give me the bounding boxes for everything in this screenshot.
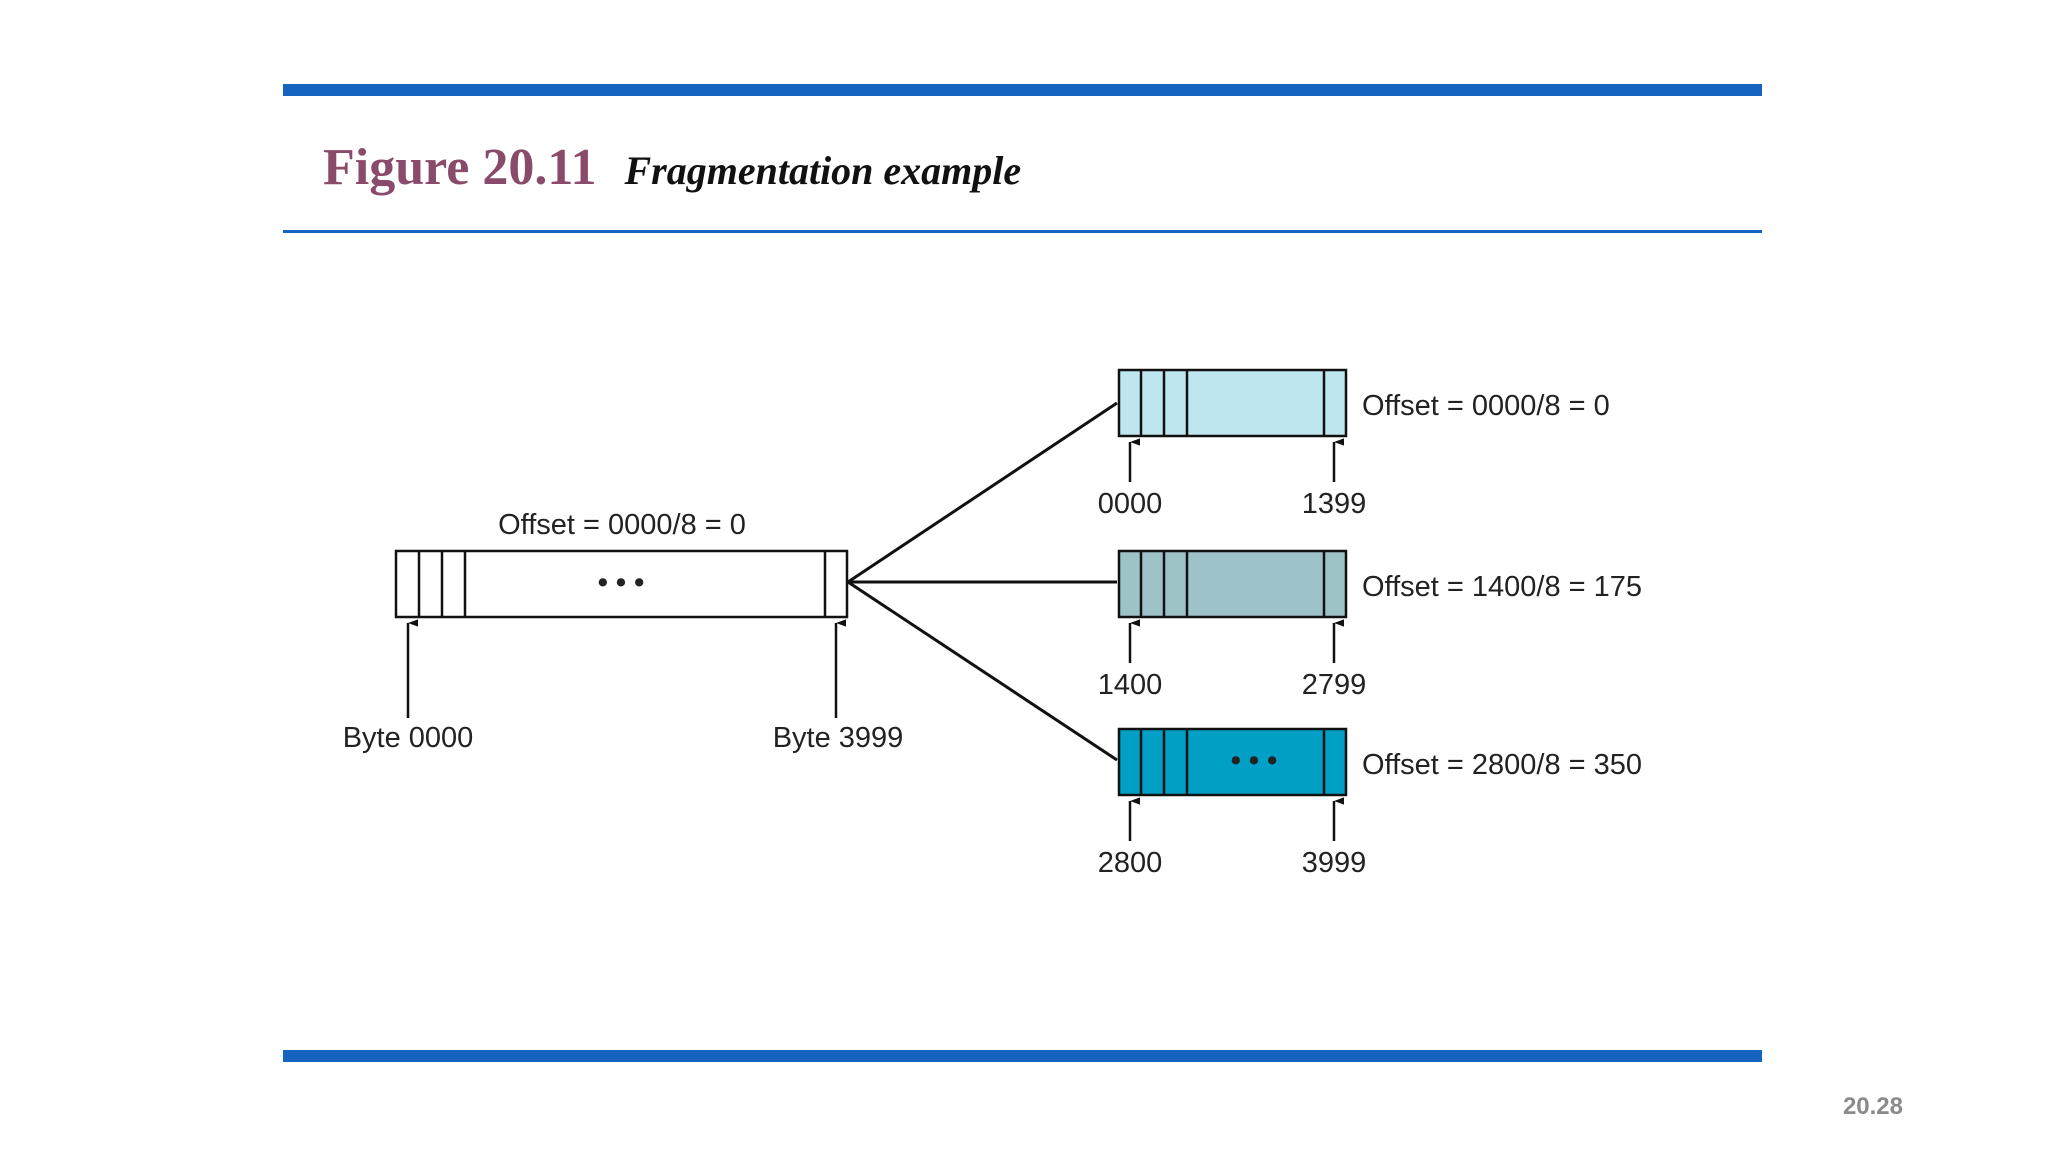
ellipsis-label: • • •: [598, 567, 645, 599]
end-byte-label: Byte 3999: [773, 722, 904, 754]
start-byte-label: Byte 0000: [343, 722, 474, 754]
figure-title: Figure 20.11 Fragmentation example: [323, 138, 1021, 197]
page-number: 20.28: [1842, 1093, 1903, 1120]
fragment-offset-label: Offset = 0000/8 = 0: [1362, 390, 1610, 422]
figure-number: Figure 20.11: [323, 139, 597, 196]
fragment-end-label: 2799: [1302, 669, 1367, 701]
figure-caption: Fragmentation example: [624, 148, 1022, 193]
connector-line-3: [847, 580, 1118, 762]
title-rule: [283, 230, 1762, 233]
fragment-2-box: [1117, 549, 1348, 619]
fragment-start-label: 1400: [1098, 669, 1163, 701]
fragment-offset-label: Offset = 1400/8 = 175: [1362, 571, 1642, 603]
original-datagram-box: [394, 549, 849, 619]
fragment-1-box: [1117, 368, 1348, 438]
fragment-2: Offset = 1400/8 = 175 1400 2799: [1098, 549, 1642, 701]
fragment-offset-label: Offset = 2800/8 = 350: [1362, 749, 1642, 781]
fragment-3-box: [1117, 727, 1348, 797]
fragment-ellipsis: • • •: [1231, 745, 1278, 777]
top-rule: [283, 84, 1762, 96]
original-offset-label: Offset = 0000/8 = 0: [498, 509, 746, 541]
fragment-end-label: 1399: [1302, 488, 1367, 520]
original-datagram: • • • Offset = 0000/8 = 0 Byte 0000 Byte…: [343, 509, 904, 754]
fragment-start-label: 0000: [1098, 488, 1163, 520]
bottom-rule: [283, 1050, 1762, 1062]
fragment-1: Offset = 0000/8 = 0 0000 1399: [1098, 368, 1610, 520]
fragment-3: • • • Offset = 2800/8 = 350 2800 3999: [1098, 727, 1642, 879]
connector-line-1: [847, 401, 1118, 584]
fragment-end-label: 3999: [1302, 847, 1367, 879]
fragment-start-label: 2800: [1098, 847, 1163, 879]
